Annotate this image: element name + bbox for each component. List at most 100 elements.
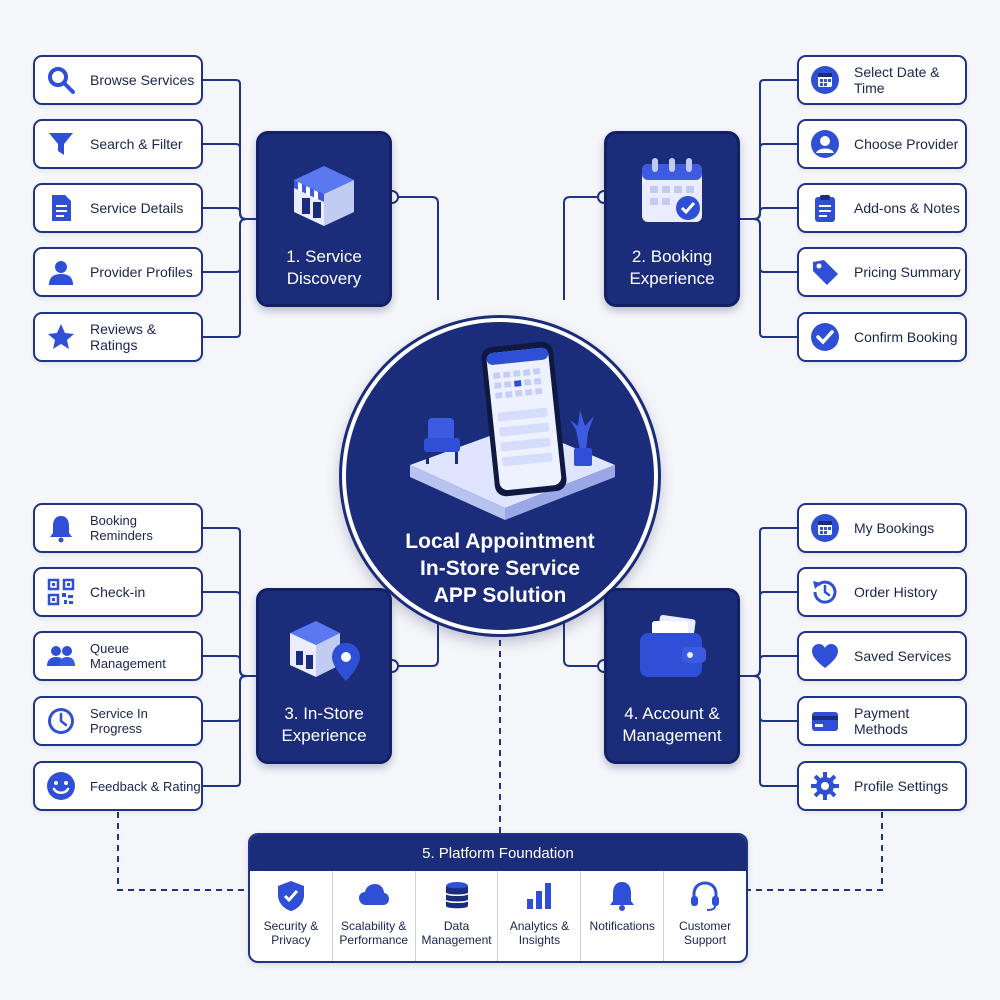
foundation-item-label: Scalability & (341, 919, 407, 933)
foundation-item-support[interactable]: Customer Support (664, 871, 746, 961)
pill-booking-reminders[interactable]: Booking Reminders (33, 503, 203, 553)
calendar-icon (808, 511, 842, 545)
foundation-item-scalability[interactable]: Scalability & Performance (333, 871, 416, 961)
pill-label: Service Details (90, 200, 184, 216)
credit-card-icon (808, 704, 842, 738)
clock-icon (44, 704, 78, 738)
hub-connector (563, 196, 604, 300)
foundation-item-data[interactable]: Data Management (416, 871, 499, 961)
foundation-item-label: Performance (339, 933, 409, 947)
pill-search-filter[interactable]: Search & Filter (33, 119, 203, 169)
pill-label: Search & Filter (90, 136, 183, 152)
hub-title-line: 2. Booking (631, 247, 713, 266)
hub-account-management[interactable]: 4. Account & Management (604, 588, 740, 764)
bell-icon (604, 879, 640, 915)
foundation-item-label: Security & (263, 919, 319, 933)
pill-label: Choose Provider (854, 136, 959, 152)
foundation-item-label: Data (443, 919, 470, 933)
pill-service-in-progress[interactable]: Service In Progress (33, 696, 203, 746)
branch-connector (203, 527, 256, 677)
pill-my-bookings[interactable]: My Bookings (797, 503, 967, 553)
center-title: Local Appointment In-Store Service APP S… (346, 528, 654, 609)
foundation-item-label: Analytics & (509, 919, 570, 933)
foundation-item-label: Privacy (271, 933, 311, 947)
hub-title-line: 1. Service (286, 247, 362, 266)
foundation-title: 5. Platform Foundation (250, 835, 746, 871)
branch-connector (740, 218, 797, 338)
hub-booking-experience[interactable]: 2. Booking Experience (604, 131, 740, 307)
center-hub: Local Appointment In-Store Service APP S… (342, 318, 658, 634)
heart-icon (808, 639, 842, 673)
pill-profile-settings[interactable]: Profile Settings (797, 761, 967, 811)
gear-icon (808, 769, 842, 803)
hub-connector (392, 196, 439, 300)
pill-feedback-rating[interactable]: Feedback & Rating (33, 761, 203, 811)
foundation-item-label: Management (421, 933, 492, 947)
hub-title-line: 4. Account & (624, 704, 720, 723)
branch-connector (203, 675, 256, 787)
pill-choose-provider[interactable]: Choose Provider (797, 119, 967, 169)
bell-icon (44, 511, 78, 545)
foundation-item-label: Insights (518, 933, 561, 947)
phone-appointment-illustration (410, 341, 615, 520)
hub-title-line: Management (622, 726, 722, 745)
hub-service-discovery[interactable]: 1. Service Discovery (256, 131, 392, 307)
pill-label: Service In Progress (90, 706, 148, 736)
search-icon (44, 63, 78, 97)
pill-label: Feedback & Rating (90, 778, 201, 794)
pill-order-history[interactable]: Order History (797, 567, 967, 617)
pill-label: Provider Profiles (90, 264, 193, 280)
pill-label: Add-ons & Notes (854, 200, 960, 216)
pill-pricing-summary[interactable]: Pricing Summary (797, 247, 967, 297)
foundation-item-analytics[interactable]: Analytics & Insights (498, 871, 582, 961)
pill-queue-management[interactable]: Queue Management (33, 631, 203, 681)
smiley-icon (44, 769, 78, 803)
check-circle-icon (808, 320, 842, 354)
pill-saved-services[interactable]: Saved Services (797, 631, 967, 681)
center-title-line: Local Appointment (405, 530, 595, 553)
pill-service-details[interactable]: Service Details (33, 183, 203, 233)
branch-connector (740, 675, 797, 787)
user-circle-icon (808, 127, 842, 161)
clipboard-icon (808, 191, 842, 225)
foundation-item-notifications[interactable]: Notifications (581, 871, 665, 961)
pill-label: Pricing Summary (854, 264, 961, 280)
hub-in-store-experience[interactable]: 3. In-Store Experience (256, 588, 392, 764)
hub-title-line: 3. In-Store (284, 704, 364, 723)
foundation-item-label: Support (684, 933, 727, 947)
foundation-connector (748, 812, 883, 891)
pill-add-ons-notes[interactable]: Add-ons & Notes (797, 183, 967, 233)
pill-label: Queue Management (90, 641, 166, 671)
pill-label: Select Date & Time (854, 64, 940, 96)
pill-confirm-booking[interactable]: Confirm Booking (797, 312, 967, 362)
pill-check-in[interactable]: Check-in (33, 567, 203, 617)
document-icon (44, 191, 78, 225)
pill-browse-services[interactable]: Browse Services (33, 55, 203, 105)
foundation-connector (117, 812, 248, 891)
center-title-line: In-Store Service (420, 557, 580, 580)
pill-label: Confirm Booking (854, 329, 958, 345)
branch-connector (740, 527, 797, 677)
foundation-item-security[interactable]: Security & Privacy (250, 871, 333, 961)
branch-connector (203, 143, 256, 220)
pill-reviews-ratings[interactable]: Reviews & Ratings (33, 312, 203, 362)
price-tag-icon (808, 255, 842, 289)
branch-connector (740, 143, 797, 220)
pill-label: My Bookings (854, 520, 935, 536)
pill-select-date-time[interactable]: Select Date & Time (797, 55, 967, 105)
shield-check-icon (273, 879, 309, 915)
pill-payment-methods[interactable]: Payment Methods (797, 696, 967, 746)
branch-connector (203, 79, 256, 220)
hub-title: 4. Account & Management (622, 703, 721, 747)
branch-connector (740, 655, 797, 677)
branch-connector (740, 79, 797, 220)
branch-connector (203, 207, 256, 220)
star-icon (44, 320, 78, 354)
pill-label: Order History (854, 584, 938, 600)
foundation-item-label: Notifications (589, 919, 655, 933)
pill-label: Payment Methods (854, 705, 910, 737)
headset-icon (687, 879, 723, 915)
pill-provider-profiles[interactable]: Provider Profiles (33, 247, 203, 297)
calendar-check-icon (642, 158, 702, 222)
branch-connector (203, 218, 256, 338)
